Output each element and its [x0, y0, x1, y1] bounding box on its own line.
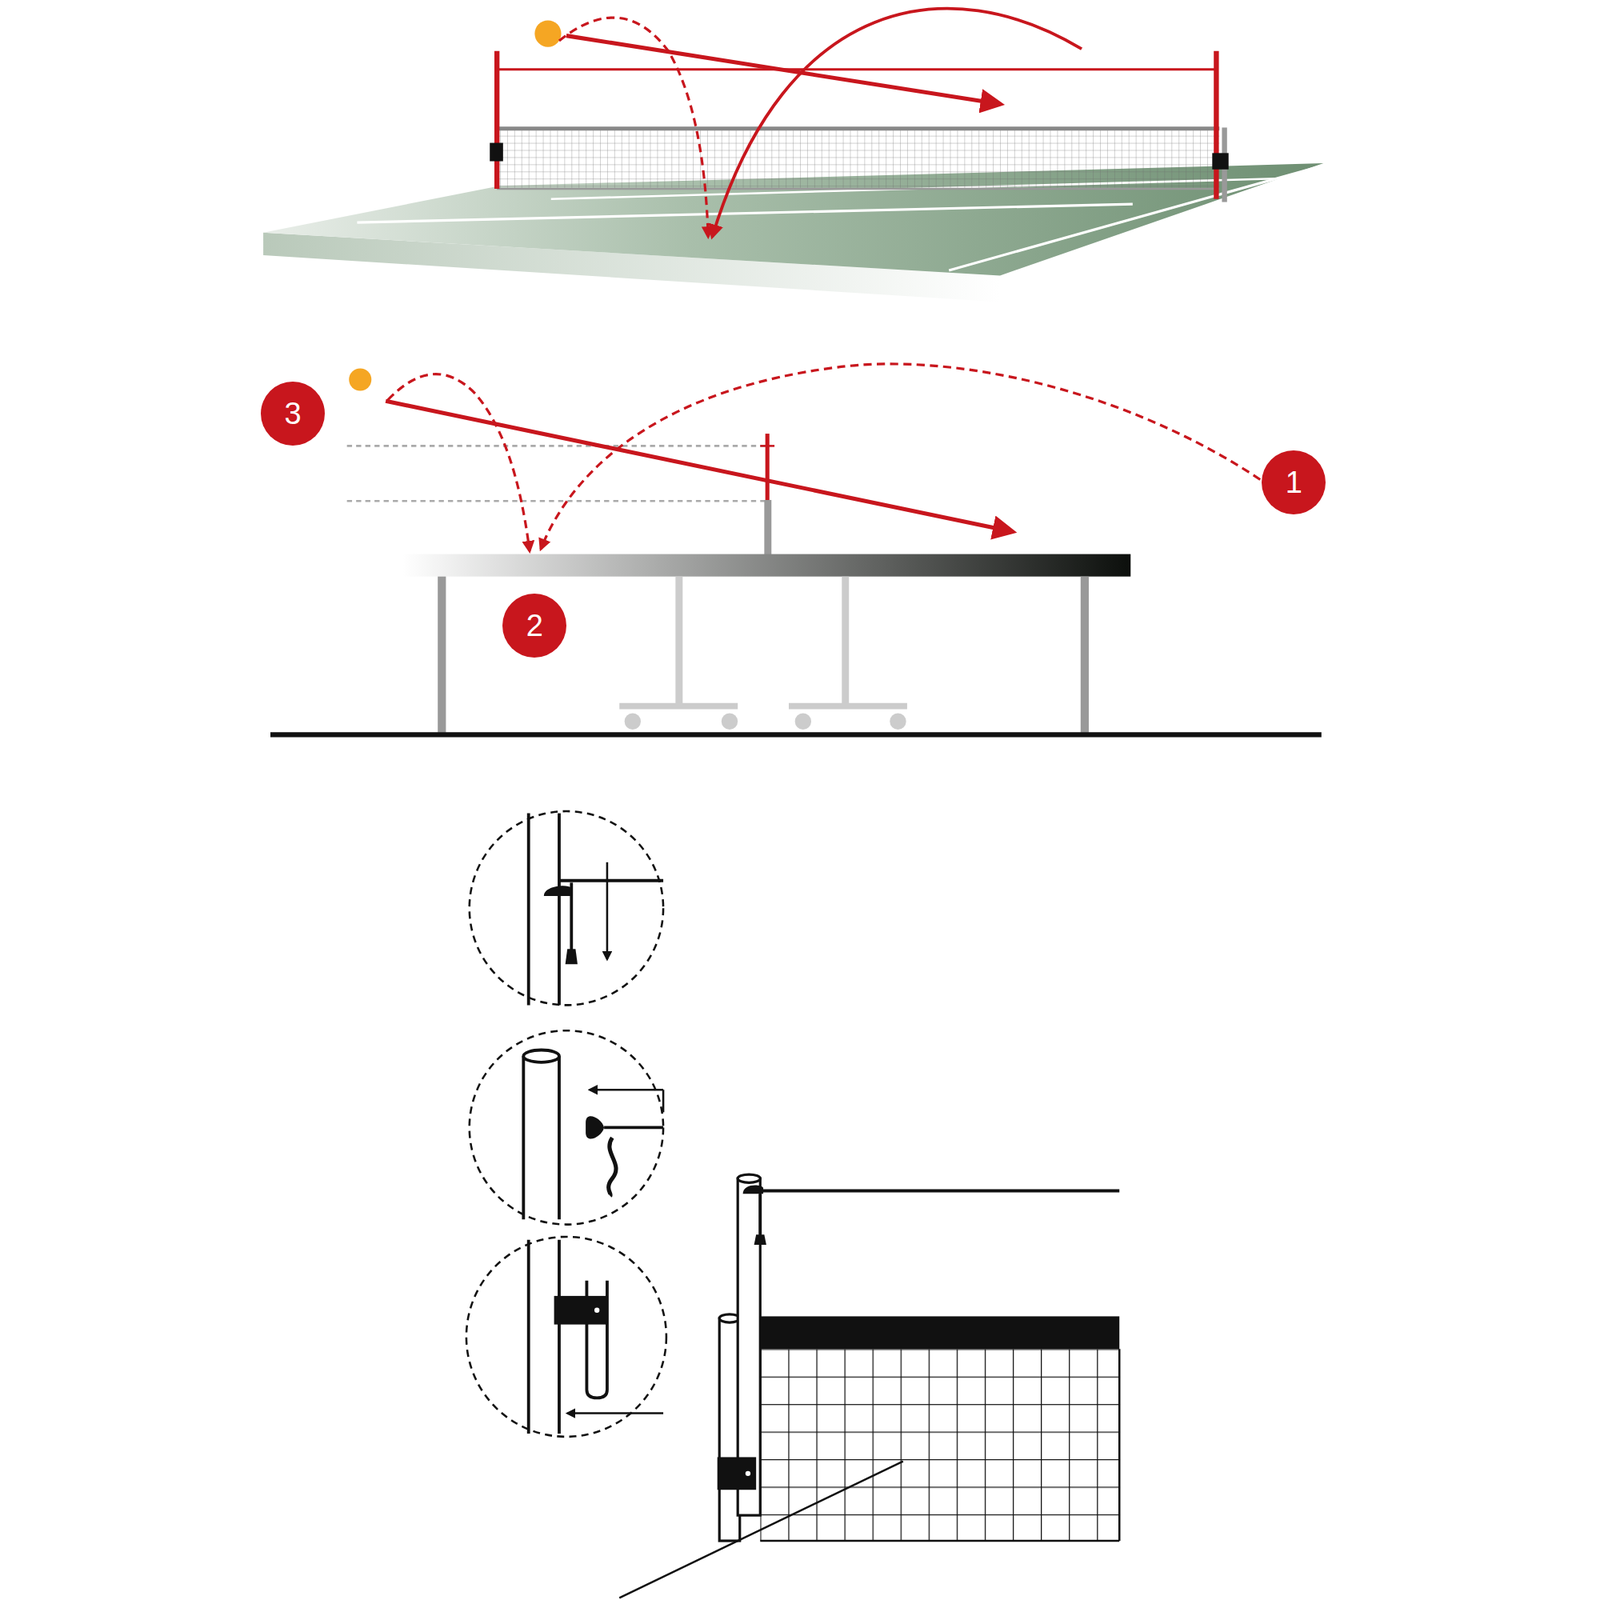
callout-number: 1: [1261, 450, 1326, 515]
callout-text: 3: [284, 398, 301, 429]
callout-text: 1: [1285, 467, 1303, 498]
callout-number: 3: [260, 381, 325, 446]
callout-number: 2: [502, 593, 567, 658]
callout-text: 2: [526, 610, 544, 641]
